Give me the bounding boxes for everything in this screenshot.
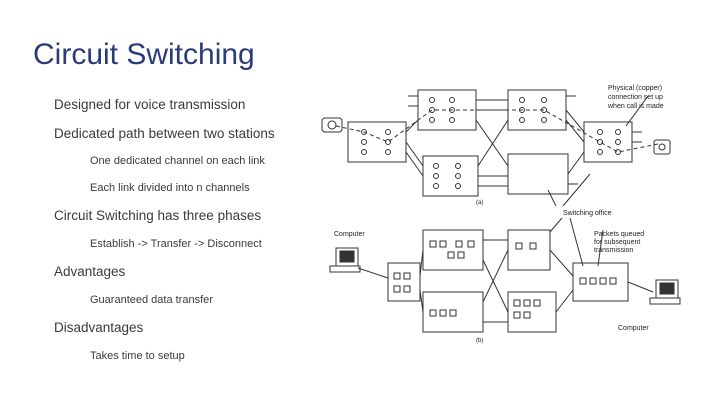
switch-box	[347, 121, 407, 163]
bullet-item: Designed for voice transmission	[54, 97, 246, 112]
physical-connection-label: when call is made	[607, 103, 664, 110]
part-b-label: (b)	[476, 338, 483, 344]
switch-box	[507, 153, 569, 195]
physical-connection-label: Physical (copper)	[608, 85, 662, 92]
switching-office-label: Switching office	[563, 210, 612, 217]
bullet-list: Designed for voice transmission Dedicate…	[0, 0, 320, 405]
bullet-item: Disadvantages	[54, 320, 144, 335]
bullet-item: Advantages	[54, 264, 126, 279]
switch-box	[507, 89, 567, 131]
telephone-icon	[321, 117, 343, 133]
switch-box	[422, 229, 484, 271]
sub-bullet-item: Each link divided into n channels	[90, 182, 250, 194]
sub-bullet-item: Guaranteed data transfer	[90, 294, 213, 306]
packets-queued-label: transmission	[594, 247, 633, 254]
switch-box	[417, 89, 477, 131]
slide-title: Circuit Switching	[33, 38, 255, 71]
circuit-vs-packet-switching-diagram: Physical (copper) connection set up when…	[321, 85, 681, 344]
sub-bullet-item: One dedicated channel on each link	[90, 155, 265, 167]
switch-box	[507, 229, 551, 271]
switch-box	[422, 155, 479, 197]
computer-label: Computer	[334, 231, 365, 238]
computer-label: Computer	[618, 325, 649, 332]
bullet-item: Dedicated path between two stations	[54, 126, 275, 141]
packets-queued-label: for subsequent	[594, 239, 640, 246]
telephone-icon	[653, 139, 671, 155]
part-a-label: (a)	[476, 200, 483, 206]
switch-box	[387, 262, 421, 302]
bullet-item: Circuit Switching has three phases	[54, 208, 262, 223]
sub-bullet-item: Takes time to setup	[90, 350, 185, 362]
sub-bullet-item: Establish -> Transfer -> Disconnect	[90, 238, 262, 250]
physical-connection-label: connection set up	[608, 94, 663, 101]
switch-box	[583, 121, 633, 163]
packets-queued-label: Packets queued	[594, 231, 644, 238]
